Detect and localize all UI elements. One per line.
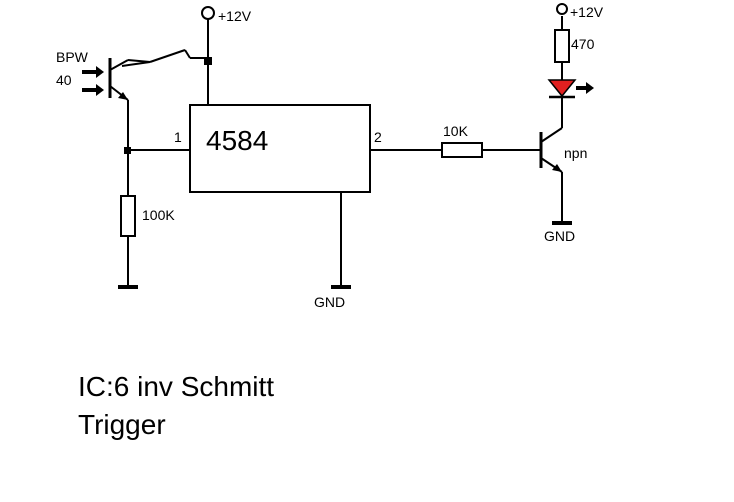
led-icon <box>547 68 577 99</box>
caption-line1: IC:6 inv Schmitt <box>78 371 274 402</box>
resistor-base-label: 10K <box>443 123 469 139</box>
sensor-label-line2: 40 <box>56 72 72 88</box>
ic-name: 4584 <box>206 125 268 156</box>
supply-terminal-left <box>201 6 215 60</box>
ic-pin-in: 1 <box>174 129 182 145</box>
resistor-pulldown-label: 100K <box>142 207 175 223</box>
led-light-arrow-icon <box>576 82 594 94</box>
gnd-transistor-label: GND <box>544 228 575 244</box>
resistor-base <box>370 142 540 158</box>
sensor-label-line1: BPW <box>56 49 89 65</box>
caption-line2: Trigger <box>78 409 166 440</box>
ic-pin-out: 2 <box>374 129 382 145</box>
npn-transistor <box>539 98 572 225</box>
input-wire <box>124 147 190 154</box>
supply-label-right: +12V <box>570 4 604 20</box>
phototransistor-bpw40 <box>108 58 151 150</box>
supply-label-left: +12V <box>218 8 252 24</box>
transistor-type-label: npn <box>564 145 587 161</box>
resistor-led-label: 470 <box>571 36 595 52</box>
light-arrows-icon <box>82 66 104 96</box>
gnd-ic-label: GND <box>314 294 345 310</box>
resistor-led <box>554 16 570 68</box>
supply-terminal-right <box>556 3 568 15</box>
ic-ground <box>331 192 351 289</box>
ic-4584 <box>189 104 371 193</box>
switch-wire <box>121 49 212 105</box>
resistor-pulldown <box>118 150 138 289</box>
